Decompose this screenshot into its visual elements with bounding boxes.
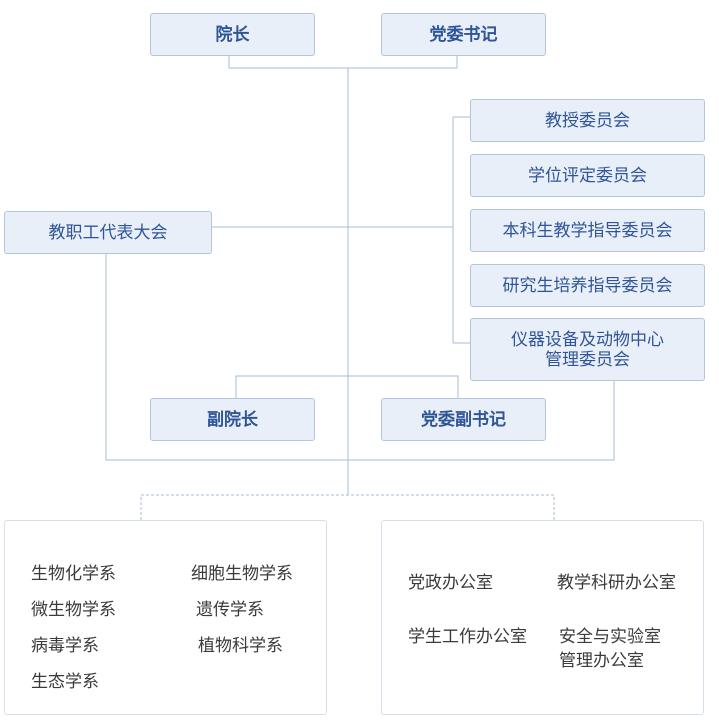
committee-box-4: 研究生培养指导委员会 xyxy=(470,264,705,307)
staff-congress-box: 教职工代表大会 xyxy=(4,211,212,254)
staff-congress-label: 教职工代表大会 xyxy=(48,222,168,243)
department-genetics: 遗传学系 xyxy=(196,600,264,620)
committee-box-5: 仪器设备及动物中心 管理委员会 xyxy=(470,318,705,381)
office-safety-lab-line1: 安全与实验室 xyxy=(559,627,661,647)
office-teaching-research: 教学科研办公室 xyxy=(557,573,676,593)
department-plant-science: 植物科学系 xyxy=(198,636,283,656)
department-cell-biology: 细胞生物学系 xyxy=(191,564,293,584)
office-safety-lab-line2: 管理办公室 xyxy=(559,651,644,671)
deputy-party-secretary-box: 党委副书记 xyxy=(381,398,546,441)
party-secretary-box: 党委书记 xyxy=(381,13,546,56)
president-label: 院长 xyxy=(215,24,250,45)
committee-label-5-line2: 管理委员会 xyxy=(545,349,630,370)
committee-label-4: 研究生培养指导委员会 xyxy=(502,275,673,296)
office-party-admin: 党政办公室 xyxy=(408,573,493,593)
vice-president-label: 副院长 xyxy=(207,409,258,430)
committee-label-3: 本科生教学指导委员会 xyxy=(502,220,673,241)
committee-box-3: 本科生教学指导委员会 xyxy=(470,209,705,252)
office-student-affairs: 学生工作办公室 xyxy=(408,627,527,647)
vice-president-box: 副院长 xyxy=(150,398,315,441)
connector-congress-loop xyxy=(105,254,615,461)
committee-label-5-line1: 仪器设备及动物中心 xyxy=(511,329,664,350)
committee-box-2: 学位评定委员会 xyxy=(470,154,705,197)
committee-label-2: 学位评定委员会 xyxy=(528,165,647,186)
offices-panel xyxy=(381,520,704,715)
department-virology: 病毒学系 xyxy=(31,636,99,656)
department-microbiology: 微生物学系 xyxy=(31,600,116,620)
connector-dashed-bracket xyxy=(140,494,555,520)
connector-vice-bracket xyxy=(235,375,459,398)
party-secretary-label: 党委书记 xyxy=(429,24,498,45)
department-biochemistry: 生物化学系 xyxy=(31,564,116,584)
departments-panel xyxy=(4,520,327,715)
president-box: 院长 xyxy=(150,13,315,56)
deputy-party-secretary-label: 党委副书记 xyxy=(421,409,506,430)
committee-box-1: 教授委员会 xyxy=(470,99,705,142)
department-ecology: 生态学系 xyxy=(31,672,99,692)
connector-top-bracket xyxy=(228,56,458,69)
committee-label-1: 教授委员会 xyxy=(545,110,630,131)
